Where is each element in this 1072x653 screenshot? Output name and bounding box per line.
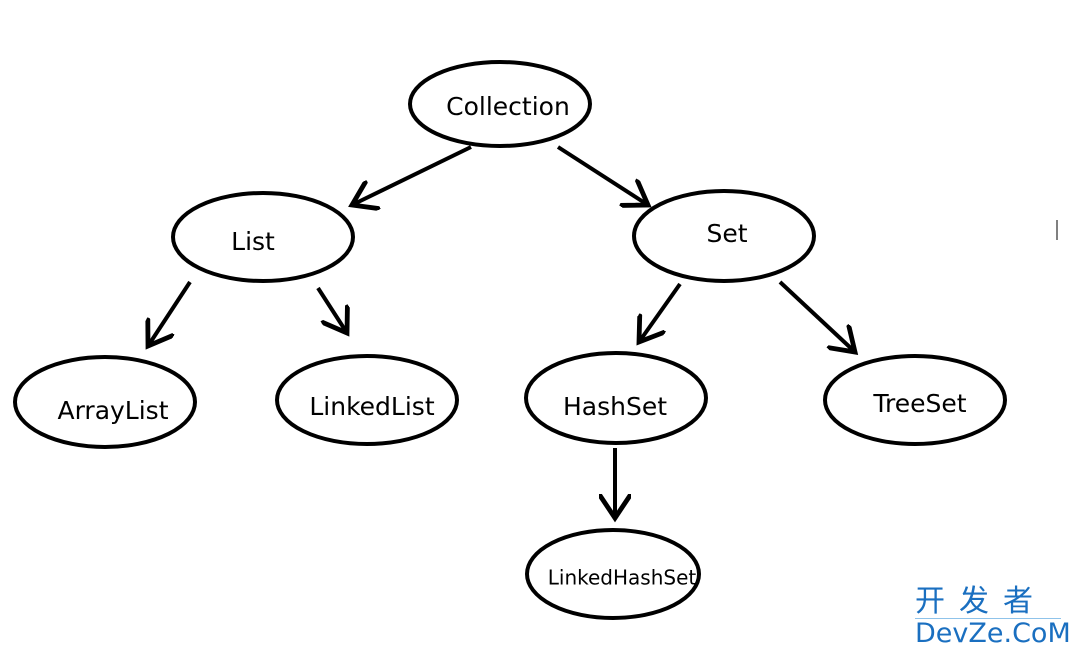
node-label: LinkedHashSet (548, 566, 697, 590)
node-arraylist: ArrayList (13, 355, 197, 449)
watermark-chinese: 开发者 (915, 584, 1047, 619)
watermark-divider (915, 618, 1061, 619)
watermark-logo: 开发者 DevZe.CoM (915, 586, 1071, 648)
edge-collection-set (556, 145, 648, 205)
edges (148, 145, 855, 518)
node-collection: Collection (408, 60, 592, 148)
watermark-latin: DevZe.CoM (915, 618, 1071, 649)
node-treeset: TreeSet (823, 354, 1007, 446)
node-linkedlist: LinkedList (275, 354, 459, 446)
node-label: List (231, 227, 275, 256)
edge-list-linkedlist (316, 286, 347, 333)
node-set: Set (632, 189, 816, 283)
node-linkedhashset: LinkedHashSet (525, 528, 701, 620)
node-label: LinkedList (309, 392, 434, 421)
node-list: List (171, 191, 355, 283)
node-label: Set (706, 219, 747, 248)
node-hashset: HashSet (524, 351, 708, 445)
node-label: TreeSet (872, 389, 966, 418)
edge-set-treeset (778, 280, 855, 352)
edge-collection-list (352, 145, 472, 205)
edge-list-arraylist (148, 280, 192, 346)
edge-set-hashset (639, 282, 682, 342)
node-label: Collection (446, 92, 570, 121)
node-label: HashSet (563, 392, 667, 421)
node-label: ArrayList (57, 396, 168, 425)
